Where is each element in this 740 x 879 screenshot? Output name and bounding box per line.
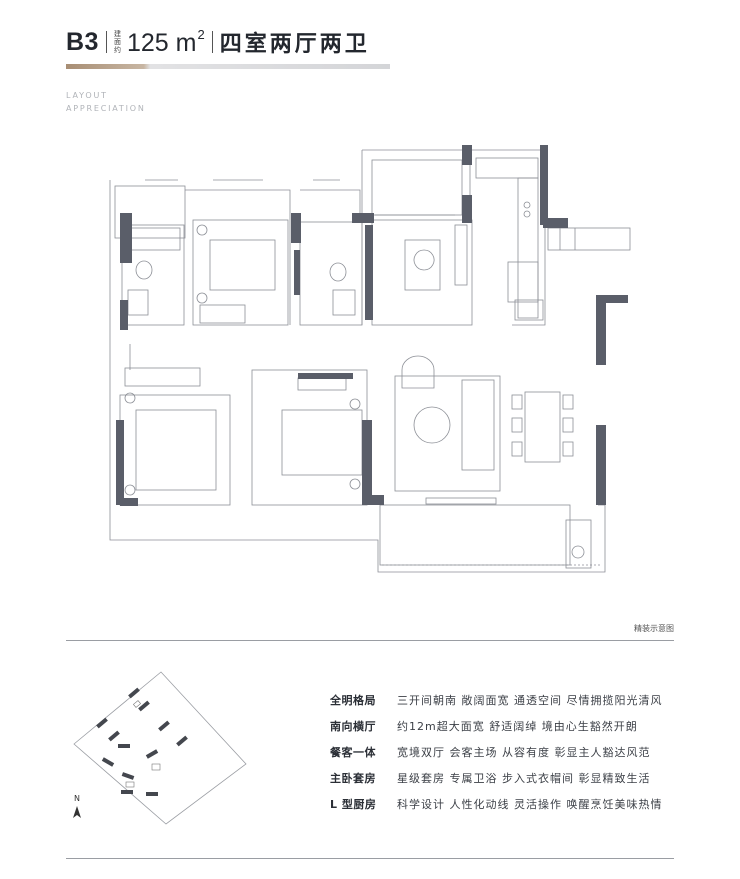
north-label: N	[74, 794, 80, 803]
feature-list: 全明格局 三开间朝南 敞阔面宽 通透空间 尽情拥揽阳光清风 南向横厅 约12m超…	[330, 687, 663, 817]
feature-item: 主卧套房 星级套房 专属卫浴 步入式衣帽间 彰显精致生活	[330, 765, 663, 791]
site-map: N	[73, 671, 247, 825]
area-value: 125 m2	[127, 27, 205, 58]
feature-item: 全明格局 三开间朝南 敞阔面宽 通透空间 尽情拥揽阳光清风	[330, 687, 663, 713]
layout-type: 四室两厅两卫	[219, 32, 370, 57]
feature-item: 南向横厅 约12m超大面宽 舒适阔绰 境由心生豁然开朗	[330, 713, 663, 739]
feature-desc: 约12m超大面宽 舒适阔绰 境由心生豁然开朗	[397, 720, 638, 733]
top-divider	[66, 640, 674, 641]
accent-bar	[66, 64, 390, 69]
feature-desc: 宽境双厅 会客主场 从容有度 彰显主人豁达风范	[397, 746, 651, 759]
feature-title: 餐客一体	[330, 746, 376, 759]
feature-title: 南向横厅	[330, 720, 376, 733]
feature-item: 餐客一体 宽境双厅 会客主场 从容有度 彰显主人豁达风范	[330, 739, 663, 765]
unit-code: B3	[66, 27, 99, 56]
bottom-divider	[66, 858, 674, 859]
plan-caption: 精装示意图	[634, 624, 674, 633]
feature-title: L 型厨房	[330, 798, 377, 811]
feature-desc: 科学设计 人性化动线 灵活操作 唤醒烹饪美味热情	[397, 798, 663, 811]
subtitle-line-1: LAYOUT	[66, 91, 108, 100]
header-divider	[105, 31, 107, 53]
unit-header: B3 建面约 125 m2 四室两厅两卫	[66, 22, 370, 62]
subtitle-line-2: APPRECIATION	[66, 104, 146, 113]
feature-item: L 型厨房 科学设计 人性化动线 灵活操作 唤醒烹饪美味热情	[330, 791, 663, 817]
area-number: 125 m	[126, 28, 197, 57]
feature-title: 全明格局	[330, 694, 376, 707]
feature-desc: 星级套房 专属卫浴 步入式衣帽间 彰显精致生活	[397, 772, 651, 785]
north-arrow-icon	[73, 806, 81, 818]
area-label: 建面约	[113, 30, 121, 54]
feature-title: 主卧套房	[330, 772, 376, 785]
section-subtitle: LAYOUT APPRECIATION	[66, 89, 146, 115]
floor-plan	[109, 145, 631, 573]
feature-desc: 三开间朝南 敞阔面宽 通透空间 尽情拥揽阳光清风	[397, 694, 663, 707]
header-divider-2	[211, 31, 213, 53]
area-exponent: 2	[197, 26, 205, 42]
